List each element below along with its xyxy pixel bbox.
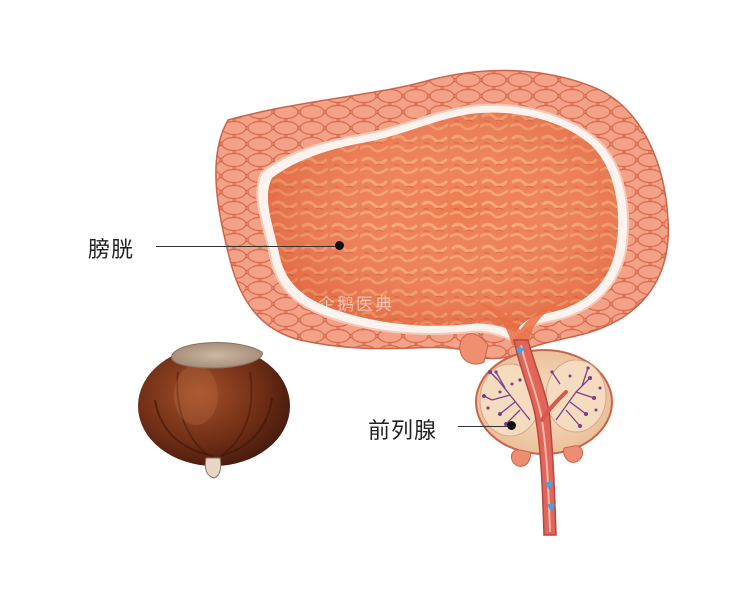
prostate-ducts-left xyxy=(483,371,531,425)
prostate-ducts-right xyxy=(551,367,595,427)
urine-flow-arrows xyxy=(516,348,555,512)
pointer-dot-prostate xyxy=(507,421,516,430)
bulbourethral-glands xyxy=(511,445,583,467)
chestnut-cap xyxy=(171,342,263,369)
ejaculatory-duct xyxy=(540,390,568,422)
bladder-lumen-shading xyxy=(267,112,619,332)
chestnut-illustration xyxy=(138,342,290,479)
label-bladder: 膀胱 xyxy=(88,238,135,263)
leader-line-prostate xyxy=(458,426,512,427)
urethra xyxy=(513,339,557,536)
pointer-dot-bladder xyxy=(335,241,344,250)
leader-line-bladder xyxy=(156,246,340,247)
chestnut-tip xyxy=(204,457,222,479)
bladder-neck xyxy=(470,298,570,345)
seminal-vesicle-left xyxy=(459,333,489,365)
watermark-text: 企鹅医典 xyxy=(318,295,394,315)
label-prostate: 前列腺 xyxy=(368,419,438,444)
